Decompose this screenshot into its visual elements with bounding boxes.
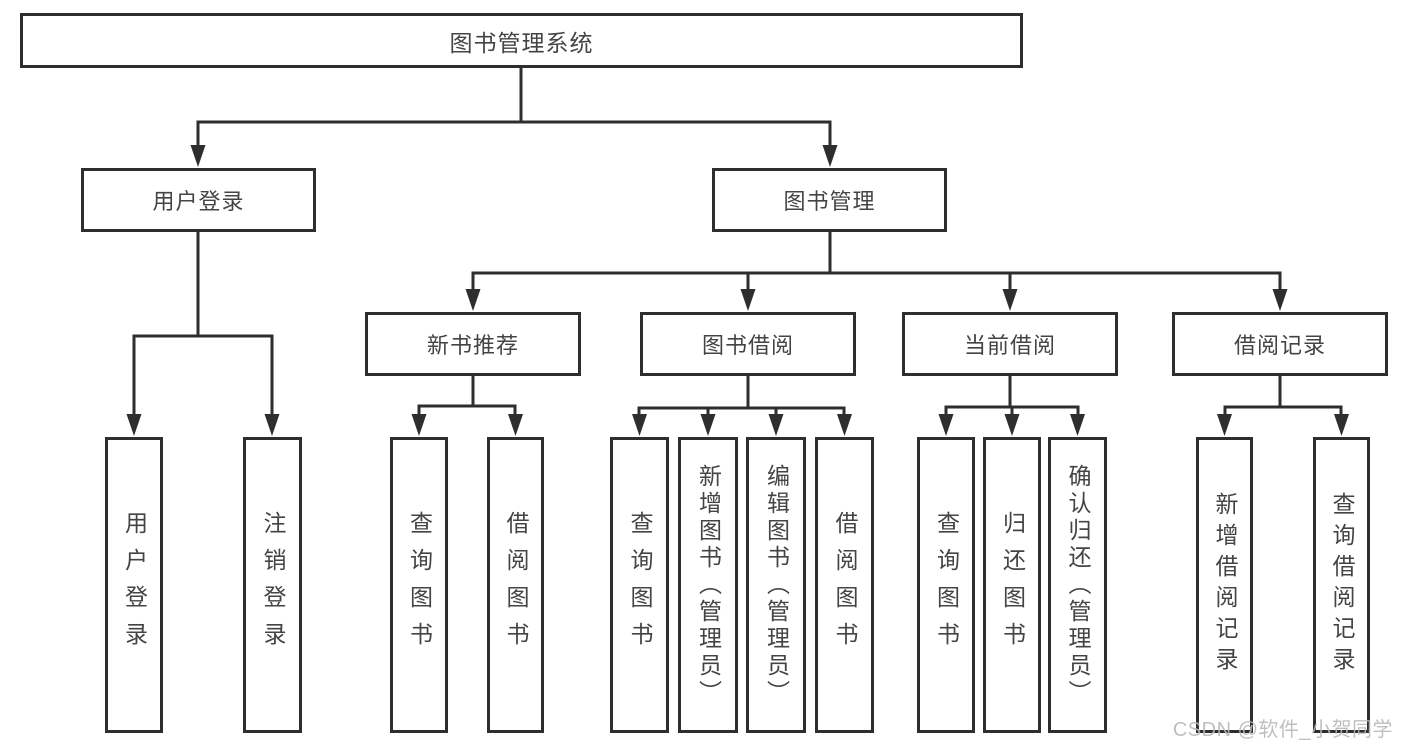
- leaf-add-books-admin: 新增图书（管理员）: [678, 437, 738, 733]
- node-label: 图书管理: [783, 189, 876, 214]
- node-label: 图书管理系统: [449, 29, 594, 56]
- node-label: 新增借阅记录: [1212, 492, 1238, 678]
- watermark: CSDN @软件_小贺同学: [1172, 719, 1393, 741]
- node-label: 用户登录: [121, 511, 148, 659]
- node-label: 编辑图书（管理员）: [763, 463, 790, 707]
- leaf-user-login: 用户登录: [105, 437, 163, 733]
- leaf-borrow-books-1: 借阅图书: [487, 437, 544, 733]
- leaf-query-books-1: 查询图书: [390, 437, 448, 733]
- connector-borrow-record-children: [1217, 374, 1349, 436]
- node-borrowing-records: 借阅记录: [1172, 312, 1388, 376]
- node-label: 借阅图书: [832, 511, 858, 659]
- leaf-query-borrow-record: 查询借阅记录: [1313, 437, 1370, 733]
- leaf-borrow-books-2: 借阅图书: [815, 437, 874, 733]
- node-label: 新书推荐: [426, 333, 519, 358]
- leaf-query-books-2: 查询图书: [610, 437, 669, 733]
- connector-book-management-children: [465, 230, 1288, 311]
- leaf-logout: 注销登录: [243, 437, 302, 733]
- node-label: 查询图书: [933, 511, 960, 659]
- connector-root-to-level2: [190, 66, 838, 167]
- node-new-book-recommendation: 新书推荐: [365, 312, 581, 376]
- node-label: 借阅图书: [503, 511, 529, 659]
- leaf-edit-books-admin: 编辑图书（管理员）: [746, 437, 806, 733]
- node-label: 查询借阅记录: [1329, 492, 1355, 678]
- node-label: 确认归还（管理员）: [1065, 463, 1091, 707]
- connector-new-book-children: [411, 374, 523, 436]
- node-label: 图书借阅: [701, 333, 794, 358]
- node-label: 当前借阅: [963, 333, 1056, 358]
- node-book-management: 图书管理: [712, 168, 947, 232]
- connector-book-borrow-children: [632, 374, 852, 436]
- node-label: 归还图书: [999, 511, 1026, 659]
- node-label: 用户登录: [152, 189, 245, 214]
- node-user-login: 用户登录: [81, 168, 316, 232]
- connector-user-login-children: [126, 230, 280, 436]
- node-label: 注销登录: [260, 511, 286, 659]
- leaf-add-borrow-record: 新增借阅记录: [1196, 437, 1253, 733]
- node-library-management-system: 图书管理系统: [20, 13, 1023, 68]
- node-label: 借阅记录: [1233, 333, 1326, 358]
- leaf-confirm-return-admin: 确认归还（管理员）: [1048, 437, 1107, 733]
- node-label: 新增图书（管理员）: [695, 463, 722, 707]
- leaf-return-books: 归还图书: [983, 437, 1041, 733]
- node-label: 查询图书: [627, 511, 653, 659]
- node-label: 查询图书: [406, 511, 433, 659]
- connector-current-borrow-children: [938, 374, 1085, 436]
- node-current-borrowing: 当前借阅: [902, 312, 1118, 376]
- leaf-query-books-3: 查询图书: [917, 437, 975, 733]
- node-book-borrowing: 图书借阅: [640, 312, 856, 376]
